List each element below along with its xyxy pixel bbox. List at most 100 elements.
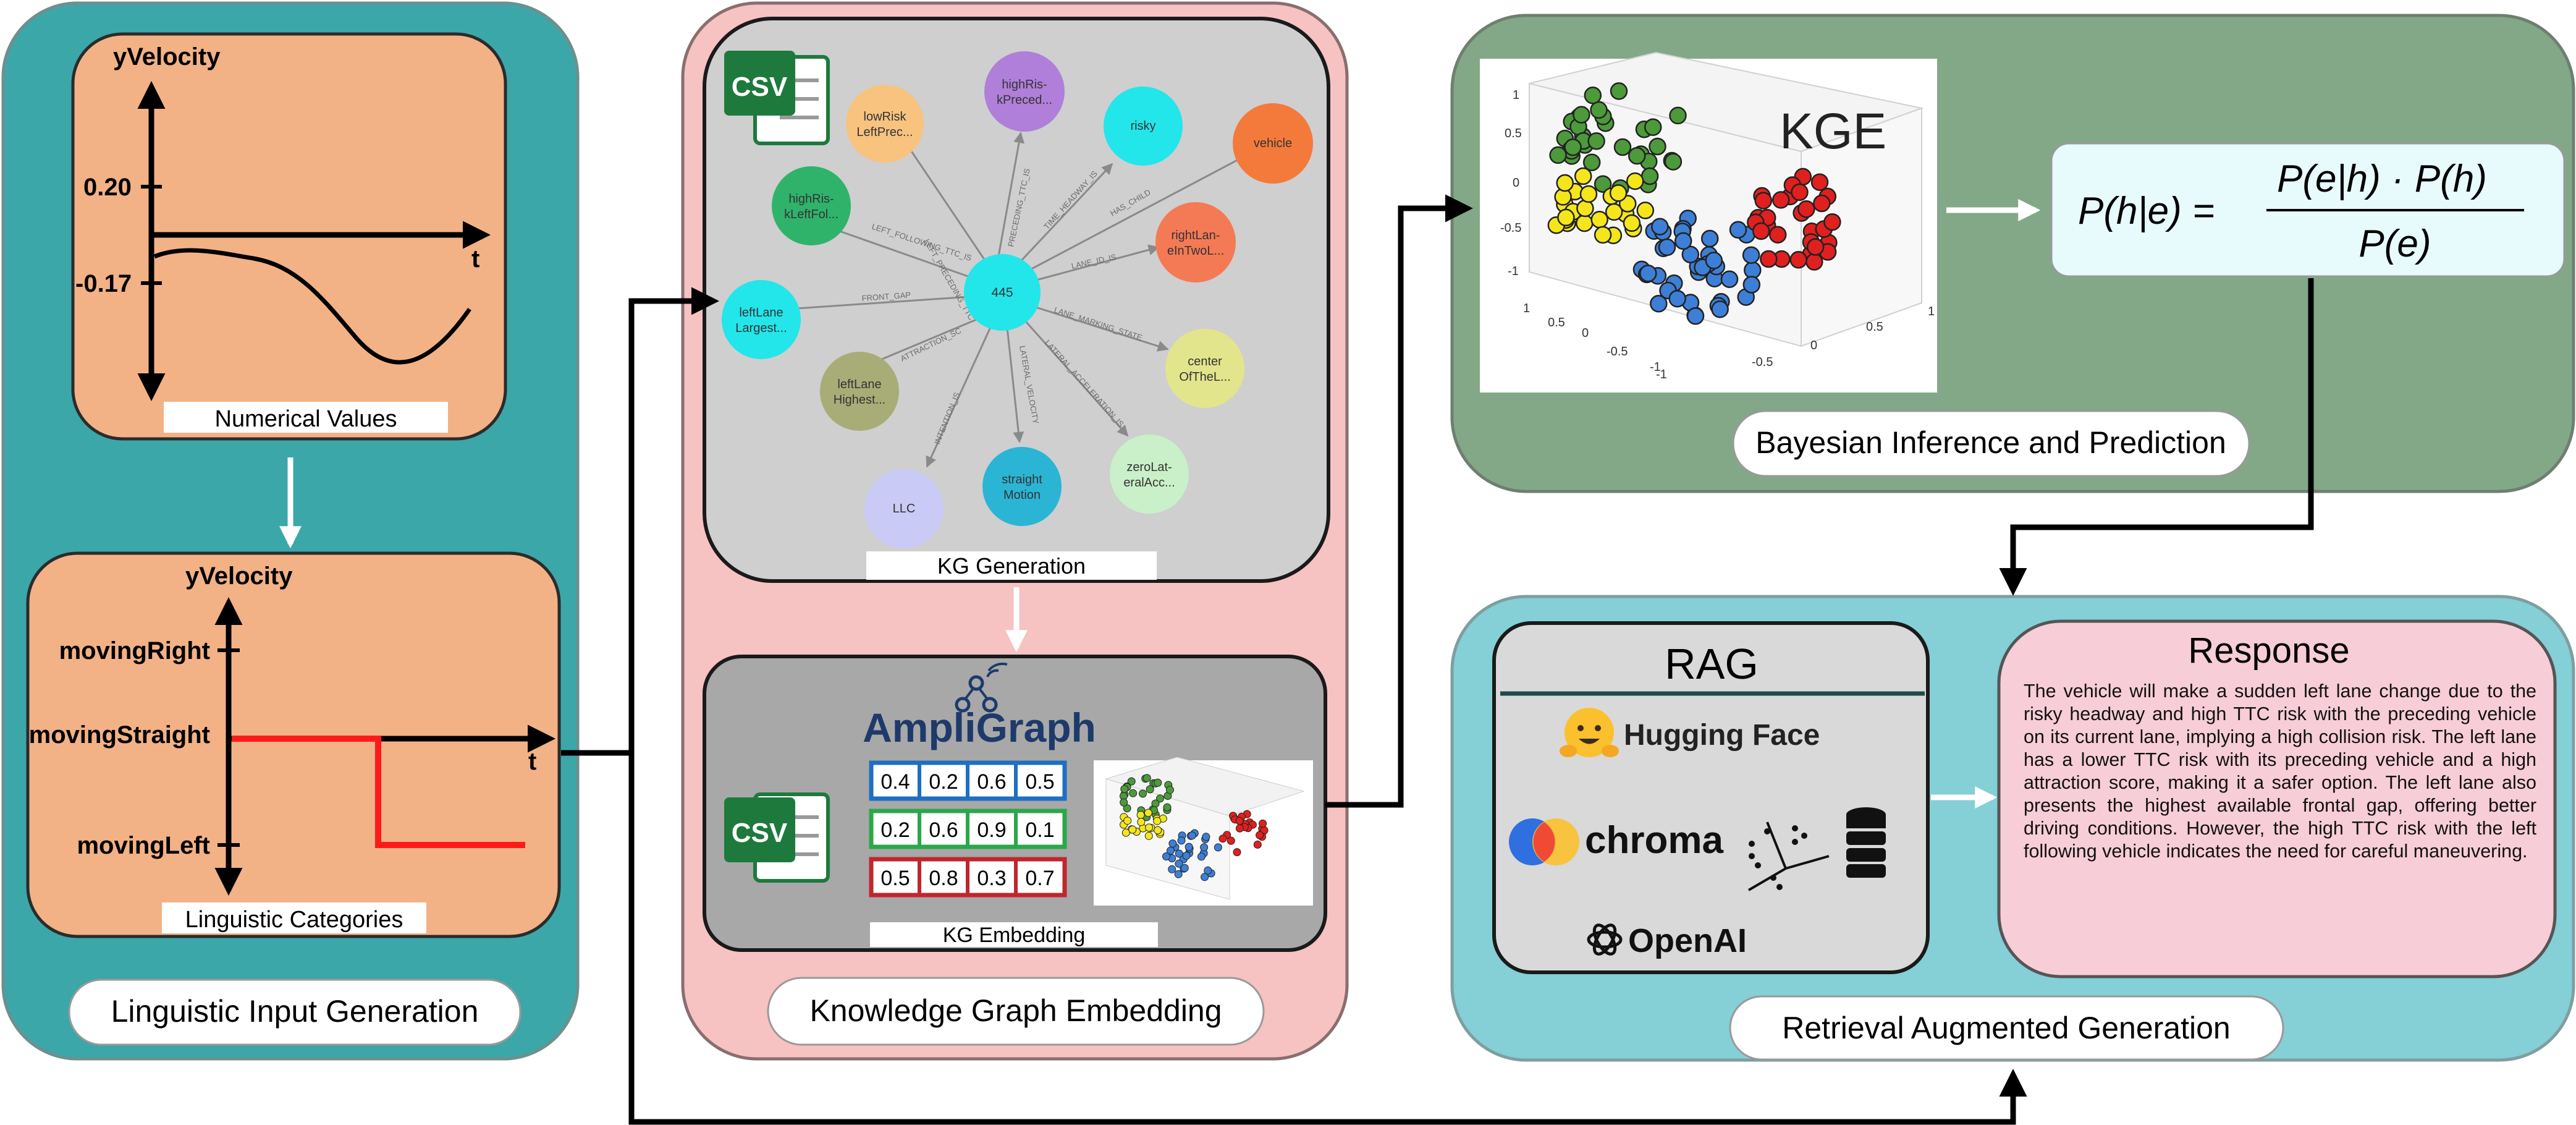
linguistic-panel: yVelocity t 0.20 -0.17 Numerical Values … xyxy=(1,1,580,1061)
kg-embedding-caption: KG Embedding xyxy=(943,923,1086,947)
scatter-point xyxy=(1594,226,1612,244)
scatter-point xyxy=(1768,226,1787,244)
categories-axis-x-label: t xyxy=(528,748,536,775)
scatter-point xyxy=(1259,819,1267,828)
ampligraph-label: AmpliGraph xyxy=(863,705,1096,750)
scatter-point xyxy=(1137,818,1146,826)
scatter-point xyxy=(1142,774,1151,783)
openai-logo: OpenAI xyxy=(1587,922,1747,959)
scatter-points xyxy=(1547,82,1841,325)
kge-scatter: 1 0.5 0 -0.5 -1 1 0.5 0 -0.5 -1 -1 -0.5 … xyxy=(1480,51,1937,393)
response-title: Response xyxy=(2188,630,2349,671)
arrow-bayes-to-rag xyxy=(1999,278,2314,596)
scatter-point xyxy=(1177,836,1186,845)
svg-text:Largest...: Largest... xyxy=(735,321,787,335)
scatter-point xyxy=(1752,222,1770,240)
embedding-vectors: 0.4 0.2 0.6 0.5 0.2 0.6 0.9 0.1 0.5 xyxy=(869,760,1067,898)
kg-node: highRis- kLeftFol... xyxy=(772,166,851,245)
svg-text:-1: -1 xyxy=(1650,360,1661,374)
scatter-point xyxy=(1813,194,1831,213)
svg-text:0.6: 0.6 xyxy=(929,818,958,842)
scatter-point xyxy=(1123,817,1132,825)
scatter-point xyxy=(1120,785,1129,793)
scatter-point xyxy=(1573,106,1590,124)
bayes-formula: P(h|e) = P(e|h) · P(h) P(e) xyxy=(2050,142,2565,278)
scatter-point xyxy=(1613,138,1632,156)
scatter-point xyxy=(1754,192,1773,210)
scatter-point xyxy=(1182,851,1191,860)
scatter-point xyxy=(1823,213,1841,231)
scatter-point xyxy=(1650,295,1668,313)
scatter-points xyxy=(1120,774,1269,881)
scatter-point xyxy=(1587,132,1605,150)
embedding-vector: 0.4 0.2 0.6 0.5 xyxy=(869,760,1067,801)
numerical-axis-y-label: yVelocity xyxy=(113,43,221,70)
svg-text:0.4: 0.4 xyxy=(880,770,910,794)
csv-label: CSV xyxy=(732,818,788,848)
embedding-vector: 0.5 0.8 0.3 0.7 xyxy=(869,857,1067,898)
svg-text:0.9: 0.9 xyxy=(977,818,1006,842)
scatter-point xyxy=(1605,203,1623,221)
svg-text:zeroLat-: zeroLat- xyxy=(1126,461,1172,474)
scatter-point xyxy=(1651,218,1669,236)
scatter-point xyxy=(1121,828,1130,837)
svg-text:-0.5: -0.5 xyxy=(1500,221,1521,235)
scatter-point xyxy=(1233,848,1241,857)
scatter-point xyxy=(1175,859,1183,868)
label-moving-right: movingRight xyxy=(59,637,210,664)
kg-node: rightLan- eInTwoL... xyxy=(1155,202,1236,282)
scatter-point xyxy=(1197,852,1206,861)
kg-node: center OfTheL... xyxy=(1165,329,1244,408)
kg-node: LLC xyxy=(864,469,944,548)
kg-node: straight Motion xyxy=(982,447,1062,526)
csv-icon: CSV xyxy=(724,51,830,145)
svg-text:0.7: 0.7 xyxy=(1025,867,1054,890)
svg-text:eInTwoL...: eInTwoL... xyxy=(1167,244,1224,258)
svg-text:Motion: Motion xyxy=(1003,488,1041,502)
numerical-tick-low: -0.17 xyxy=(75,270,132,297)
kg-panel: CSV LEFT_PRECEDING_TTC PRECEDING_TTC_IS … xyxy=(681,1,1349,1061)
svg-text:0.5: 0.5 xyxy=(1866,320,1883,334)
arrow-embedding-to-kge xyxy=(1325,194,1473,808)
kg-node: vehicle xyxy=(1233,103,1313,184)
scatter-point xyxy=(1705,252,1723,270)
scatter-point xyxy=(1791,183,1809,202)
scatter-point xyxy=(1218,834,1227,843)
svg-text:0.5: 0.5 xyxy=(1505,127,1522,140)
svg-text:rightLan-: rightLan- xyxy=(1172,229,1220,242)
scatter-point xyxy=(1806,238,1825,256)
scatter-point xyxy=(1128,825,1137,834)
scatter-point xyxy=(1576,199,1594,218)
svg-text:0.5: 0.5 xyxy=(880,867,910,890)
scatter-point xyxy=(1711,300,1729,318)
ampligraph-logo: AmpliGraph xyxy=(863,662,1096,750)
scatter-point xyxy=(1720,270,1739,288)
scatter-point xyxy=(1590,211,1608,229)
connectors xyxy=(561,194,2314,1125)
svg-text:1: 1 xyxy=(1928,305,1935,318)
svg-text:center: center xyxy=(1188,355,1222,368)
category-step-line xyxy=(232,736,525,848)
scatter-point xyxy=(1789,251,1807,269)
hugging-face-logo: Hugging Face xyxy=(1560,708,1820,757)
scatter-point xyxy=(1664,153,1683,171)
scatter-point xyxy=(1584,87,1602,104)
csv-label: CSV xyxy=(732,72,788,102)
rag-panel-title: Retrieval Augmented Generation xyxy=(1782,1011,2230,1045)
scatter-point xyxy=(1168,865,1176,873)
rag-panel: RAG Hugging Face chroma xyxy=(1450,595,2575,1062)
scatter-point xyxy=(1549,146,1567,164)
kg-generation-caption: KG Generation xyxy=(937,553,1086,579)
scatter-point xyxy=(1649,137,1666,156)
svg-text:highRis-: highRis- xyxy=(788,192,834,206)
svg-text:kLeftFol...: kLeftFol... xyxy=(784,208,838,221)
scatter-point xyxy=(1609,184,1628,202)
scatter-point xyxy=(1120,798,1128,807)
svg-text:-0.5: -0.5 xyxy=(1752,355,1773,369)
scatter-point xyxy=(1594,175,1612,193)
label-moving-straight: movingStraight xyxy=(29,721,210,749)
scatter-point xyxy=(1582,153,1601,171)
scatter-point xyxy=(1590,101,1608,119)
database-icon xyxy=(1846,807,1886,878)
linguistic-panel-title: Linguistic Input Generation xyxy=(111,994,479,1029)
